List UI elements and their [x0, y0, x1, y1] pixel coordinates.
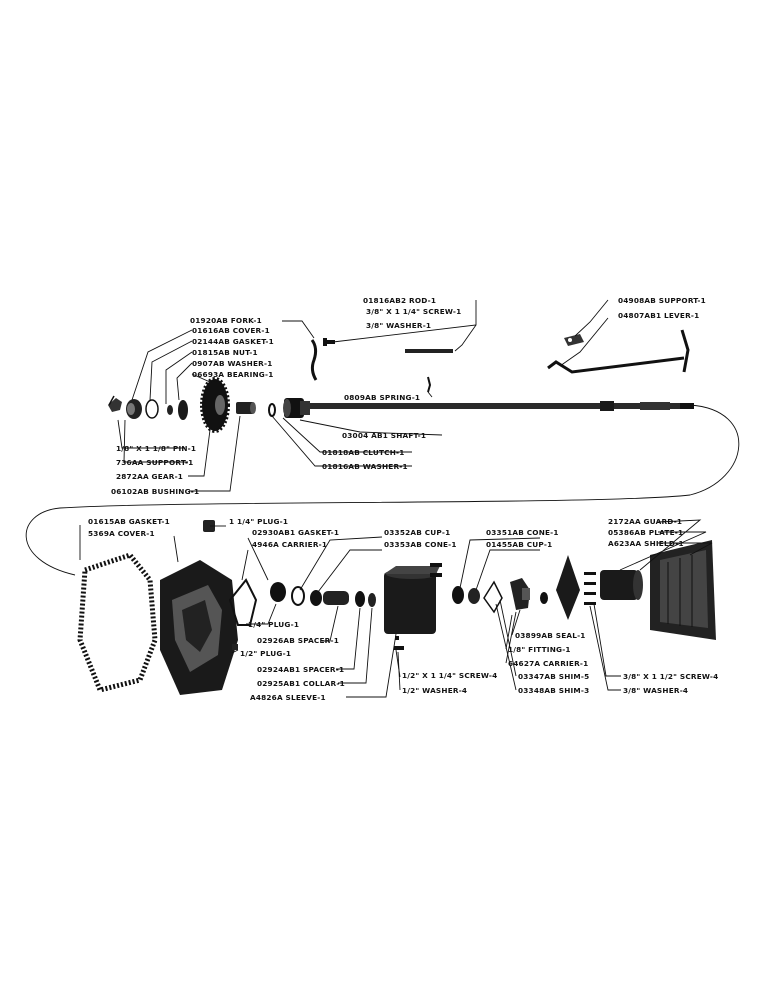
label-washer-01816: 01816AB WASHER-1	[322, 462, 408, 471]
plate-screws	[584, 572, 596, 605]
label-cone-03353: 03353AB CONE-1	[384, 540, 457, 549]
label-cover-5369: 5369A COVER-1	[88, 529, 155, 538]
support-bracket	[108, 395, 122, 412]
bushing	[236, 402, 256, 414]
label-shaft: 03004 AB1 SHAFT-1	[342, 431, 427, 440]
label-seal: 03899AB SEAL-1	[515, 631, 586, 640]
bolt-set-upper	[430, 563, 442, 577]
label-fork: 01920AB FORK-1	[190, 316, 262, 325]
label-support-04908: 04908AB SUPPORT-1	[618, 296, 706, 305]
cone-right	[452, 586, 464, 604]
label-collar: 02925AB1 COLLAR-1	[257, 679, 345, 688]
lever-support	[564, 334, 584, 346]
cup	[270, 582, 286, 602]
guard	[600, 570, 643, 600]
label-screw-3-8-lower: 3/8" X 1 1/2" SCREW-4	[623, 672, 719, 681]
seal	[540, 592, 548, 604]
cone	[310, 590, 322, 606]
shield	[650, 540, 716, 640]
label-clutch: 01818AB CLUTCH-1	[322, 448, 405, 457]
fork	[310, 339, 318, 381]
label-shim-3: 03348AB SHIM-3	[518, 686, 590, 695]
label-washer-3-8: 3/8" WASHER-1	[366, 321, 432, 330]
label-screw-3-8: 3/8" X 1 1/4" SCREW-1	[366, 307, 462, 316]
label-spacer-02926: 02926AB SPACER-1	[257, 636, 339, 645]
label-rod: 01816AB2 ROD-1	[363, 296, 437, 305]
label-plug-1-4: 1/4" PLUG-1	[248, 620, 300, 629]
spacer	[323, 591, 349, 605]
plug-half	[232, 644, 238, 650]
washer-nut	[167, 405, 173, 415]
label-gasket-02930: 02930AB1 GASKET-1	[252, 528, 340, 537]
label-support-736: 736AA SUPPORT-1	[116, 458, 194, 467]
label-washer-0907: 0907AB WASHER-1	[192, 359, 273, 368]
label-plug-1-2: 1/2" PLUG-1	[240, 649, 292, 658]
connector-curve	[25, 404, 740, 576]
label-sleeve: A4826A SLEEVE-1	[250, 693, 326, 702]
leader-lines-upper	[117, 299, 609, 492]
label-plate: 05386AB PLATE-1	[608, 528, 684, 537]
housing-gasket	[77, 552, 158, 693]
gasket-ring	[145, 399, 159, 419]
label-carrier-4946: 4946A CARRIER-1	[252, 540, 328, 549]
plate	[556, 555, 580, 620]
label-cup-01455: 01455AB CUP-1	[486, 540, 553, 549]
label-cone-03351: 03351AB CONE-1	[486, 528, 559, 537]
label-fitting: 1/8" FITTING-1	[508, 645, 571, 654]
bolt-set-lower	[394, 636, 404, 650]
label-cover-01616: 01616AB COVER-1	[192, 326, 270, 335]
shim	[483, 580, 503, 614]
plug-large	[203, 520, 215, 532]
spacer-ring	[368, 593, 376, 607]
label-nut: 01815AB NUT-1	[192, 348, 258, 357]
sleeve	[384, 566, 440, 634]
collar	[355, 591, 365, 607]
label-gasket-01615: 01615AB GASKET-1	[88, 517, 170, 526]
label-washer-1-2: 1/2" WASHER-4	[402, 686, 468, 695]
label-plug-1-1-4: 1 1/4" PLUG-1	[229, 517, 289, 526]
cone-small	[291, 586, 305, 606]
label-screw-1-2: 1/2" X 1 1/4" SCREW-4	[402, 671, 498, 680]
screw-small	[323, 338, 335, 346]
spring	[427, 376, 432, 393]
housing-cover	[160, 560, 238, 695]
bearing	[178, 400, 188, 420]
cover-cap	[126, 399, 142, 419]
label-cup-03352: 03352AB CUP-1	[384, 528, 451, 537]
label-gasket-02144: 02144AB GASKET-1	[192, 337, 274, 346]
lever	[547, 329, 690, 374]
rod	[405, 349, 453, 353]
leader-lines-lower	[79, 519, 713, 698]
label-shim-5: 03347AB SHIM-5	[518, 672, 590, 681]
cup-right	[468, 588, 480, 604]
clutch	[283, 398, 310, 418]
label-bushing: 06102AB BUSHING-1	[111, 487, 200, 496]
label-pin: 1/8" X 1 1/8" PIN-1	[116, 444, 197, 453]
carrier-right	[510, 578, 530, 610]
label-washer-3-8-lower: 3/8" WASHER-4	[623, 686, 689, 695]
label-shield: A623AA SHIELD-1	[608, 539, 684, 548]
label-bearing: 06693A BEARING-1	[192, 370, 274, 379]
label-gear: 2872AA GEAR-1	[116, 472, 184, 481]
label-guard: 2172AA GUARD-1	[608, 517, 683, 526]
washer-small	[268, 403, 276, 417]
shaft	[310, 401, 694, 411]
gear	[200, 377, 230, 433]
label-spring: 0809AB SPRING-1	[344, 393, 421, 402]
carrier-gasket	[228, 578, 258, 626]
label-carrier-64627: 64627A CARRIER-1	[508, 659, 589, 668]
label-spacer-02924: 02924AB1 SPACER-1	[257, 665, 345, 674]
label-lever: 04807AB1 LEVER-1	[618, 311, 700, 320]
